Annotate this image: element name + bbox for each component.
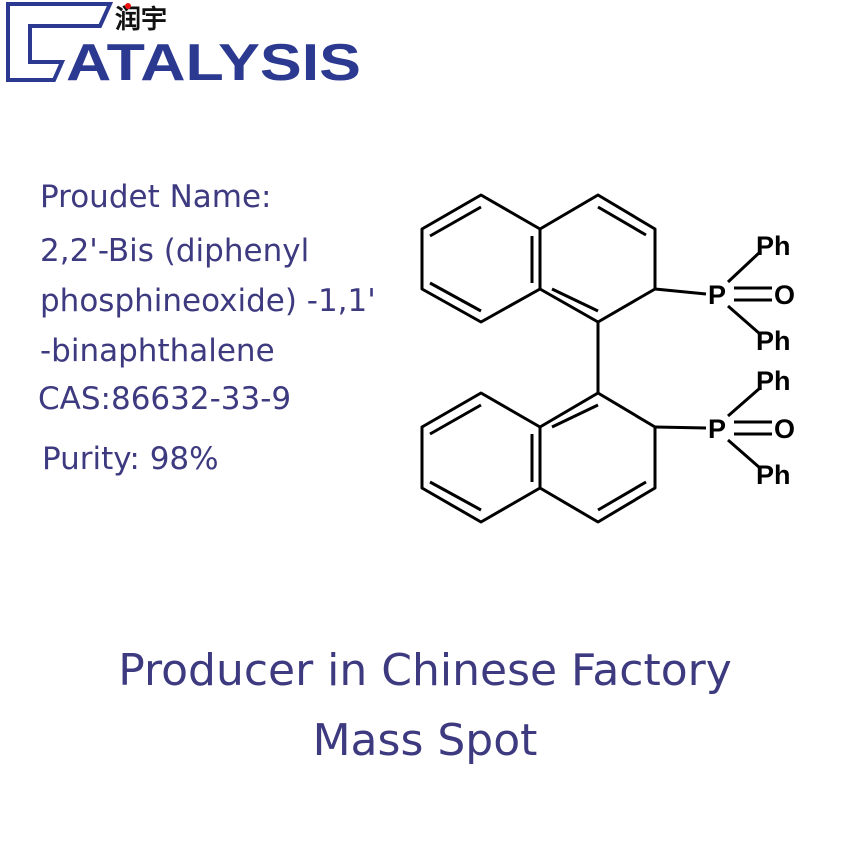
oxygen-label-1: O	[774, 280, 795, 310]
svg-text:ATALYSIS: ATALYSIS	[66, 34, 361, 90]
phosphorus-label-2: P	[708, 414, 726, 444]
oxygen-label-2: O	[774, 414, 795, 444]
footer-line-2: Mass Spot	[312, 715, 538, 766]
phosphorus-label-1: P	[708, 280, 726, 310]
product-name-label: Proudet Name:	[40, 179, 272, 215]
phenyl-label-1: Ph	[756, 231, 791, 261]
product-name-line-2: phosphineoxide) -1,1'	[40, 283, 376, 319]
phenyl-label-3: Ph	[756, 366, 791, 396]
footer-line-1: Producer in Chinese Factory	[118, 645, 732, 696]
phenyl-label-4: Ph	[756, 460, 791, 490]
product-name-line-1: 2,2'-Bis (diphenyl	[40, 233, 310, 269]
catalysis-logo: 润宇 ATALYSIS	[6, 1, 361, 90]
product-name-line-3: -binaphthalene	[40, 333, 275, 369]
cas-number: CAS:86632-33-9	[38, 381, 292, 417]
phenyl-label-2: Ph	[756, 326, 791, 356]
svg-text:润宇: 润宇	[115, 4, 167, 34]
purity: Purity: 98%	[42, 441, 219, 477]
